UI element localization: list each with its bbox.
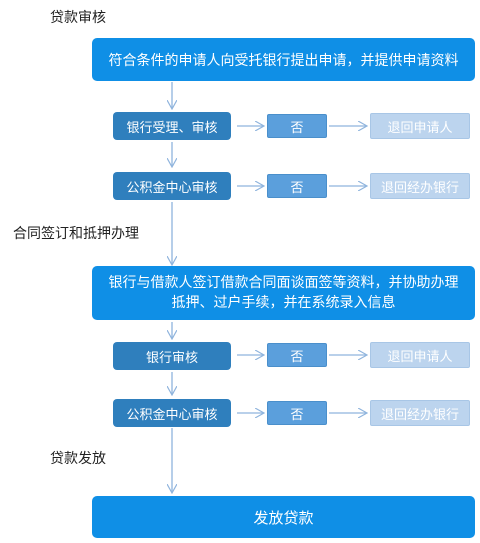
fund-review-step-2: 公积金中心审核 (113, 399, 231, 427)
outcome-return-bank-1: 退回经办银行 (370, 173, 470, 199)
sign-contract-step: 银行与借款人签订借款合同面谈面签等资料，并协助办理抵押、过户手续，并在系统录入信… (92, 266, 475, 320)
decision-no-2: 否 (267, 174, 327, 198)
section-disbursement: 贷款发放 (50, 451, 106, 467)
decision-no-1: 否 (267, 114, 327, 138)
section-loan-review: 贷款审核 (50, 10, 106, 26)
outcome-return-applicant-1: 退回申请人 (370, 113, 470, 139)
disburse-step: 发放贷款 (92, 496, 475, 538)
bank-accept-step: 银行受理、审核 (113, 112, 231, 140)
section-contract: 合同签订和抵押办理 (13, 226, 139, 242)
outcome-return-applicant-2: 退回申请人 (370, 342, 470, 368)
bank-review-step: 银行审核 (113, 342, 231, 370)
decision-no-3: 否 (267, 343, 327, 367)
decision-no-4: 否 (267, 401, 327, 425)
fund-review-step-1: 公积金中心审核 (113, 172, 231, 200)
apply-step: 符合条件的申请人向受托银行提出申请，并提供申请资料 (92, 38, 475, 81)
outcome-return-bank-2: 退回经办银行 (370, 400, 470, 426)
